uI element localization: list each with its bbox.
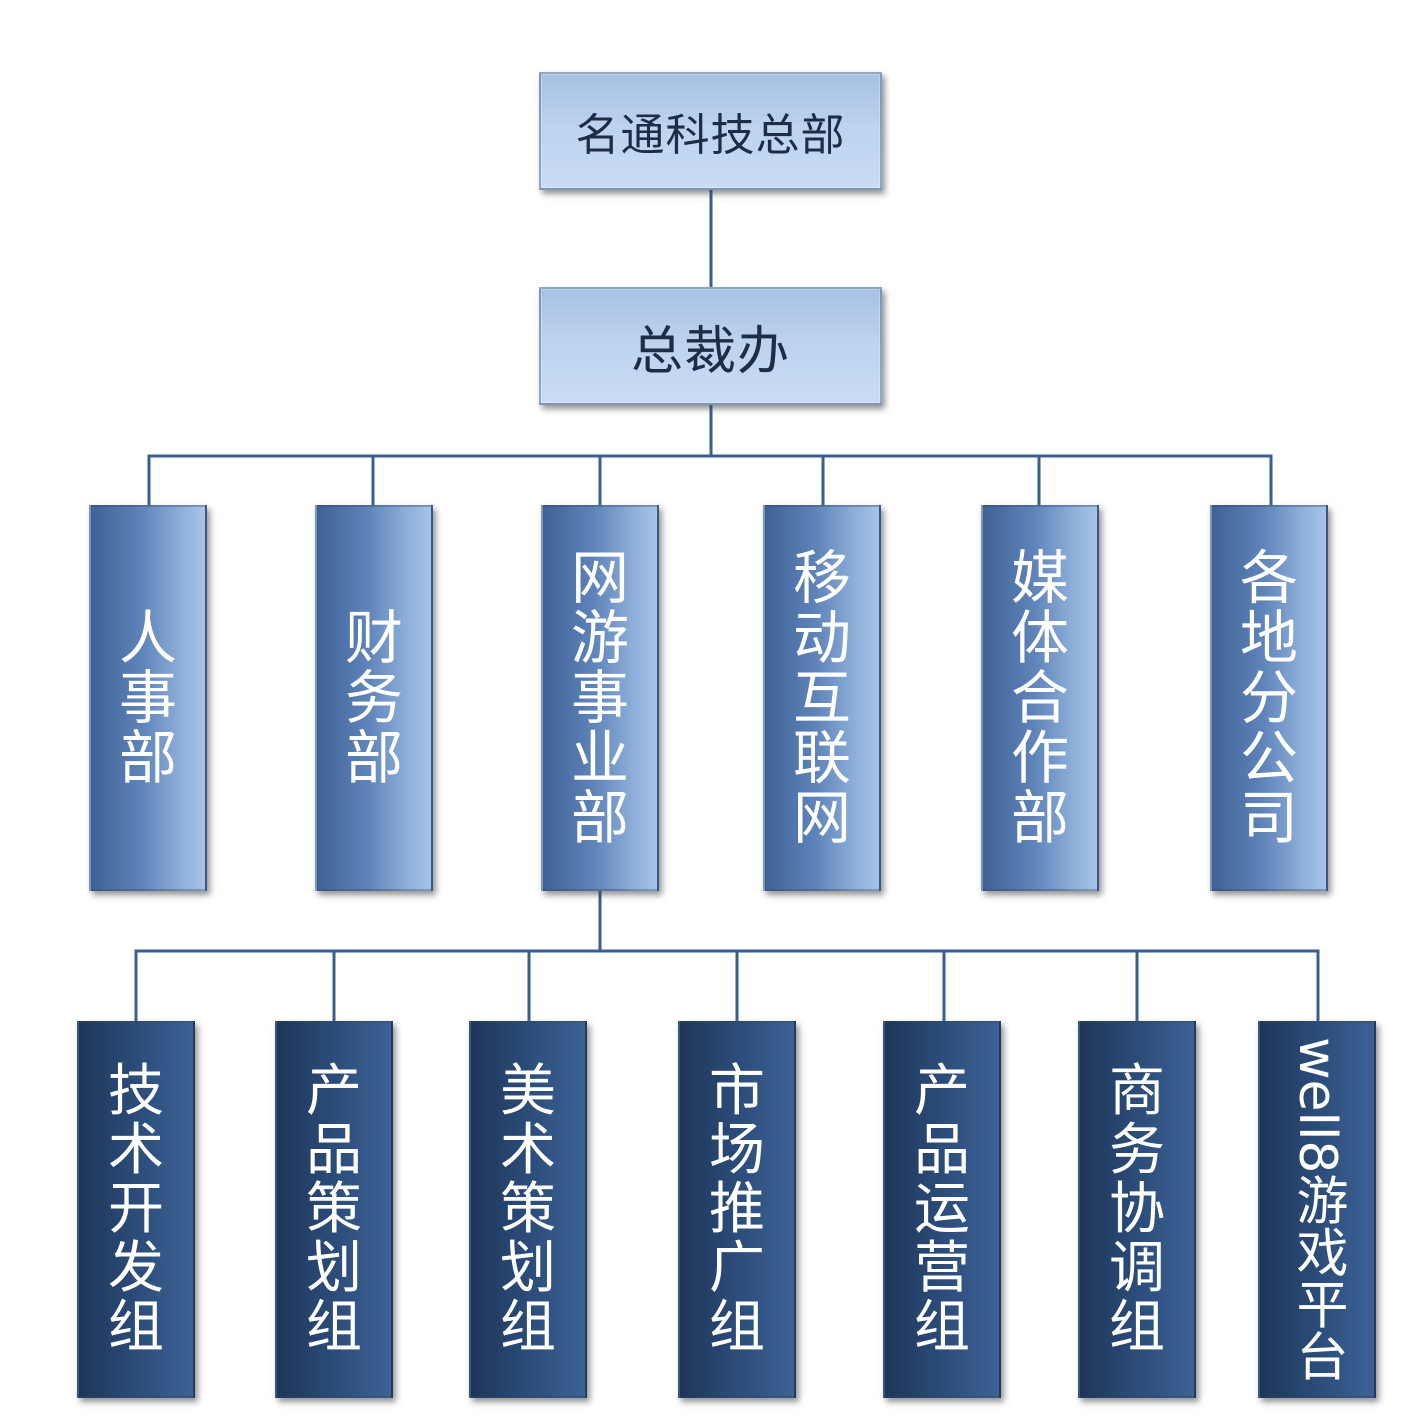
department-label: 网游事业部	[570, 544, 629, 852]
node-department-online-games: 网游事业部	[541, 505, 659, 891]
group-label: 产品策划组	[306, 1059, 362, 1360]
node-group-well8-platform: well8游戏平台	[1258, 1021, 1376, 1398]
node-department-branches: 各地分公司	[1210, 505, 1328, 891]
group-label: 美术策划组	[500, 1059, 556, 1360]
node-group-product-planning: 产品策划组	[275, 1021, 393, 1398]
node-group-marketing: 市场推广组	[678, 1021, 796, 1398]
department-label: 媒体合作部	[1010, 544, 1069, 852]
node-president-office-label: 总裁办	[630, 321, 790, 382]
group-label: 市场推广组	[709, 1059, 765, 1360]
node-department-finance: 财务部	[315, 505, 433, 891]
department-label: 财务部	[344, 604, 403, 792]
node-headquarters: 名通科技总部	[539, 72, 882, 190]
node-group-product-operations: 产品运营组	[883, 1021, 1001, 1398]
group-label: 产品运营组	[914, 1059, 970, 1360]
node-department-mobile-internet: 移动互联网	[763, 505, 881, 891]
node-group-tech-dev: 技术开发组	[77, 1021, 195, 1398]
node-group-art-planning: 美术策划组	[469, 1021, 587, 1398]
group-label: 商务协调组	[1109, 1059, 1165, 1360]
department-label: 移动互联网	[792, 544, 851, 852]
node-department-hr: 人事部	[89, 505, 207, 891]
group-label: well8游戏平台	[1287, 1037, 1347, 1382]
node-headquarters-label: 名通科技总部	[575, 110, 846, 161]
department-label: 人事部	[118, 604, 177, 792]
department-label: 各地分公司	[1239, 544, 1298, 852]
group-label: 技术开发组	[108, 1059, 164, 1360]
node-group-business-coordination: 商务协调组	[1078, 1021, 1196, 1398]
node-president-office: 总裁办	[539, 287, 882, 405]
node-department-media-partnership: 媒体合作部	[981, 505, 1099, 891]
